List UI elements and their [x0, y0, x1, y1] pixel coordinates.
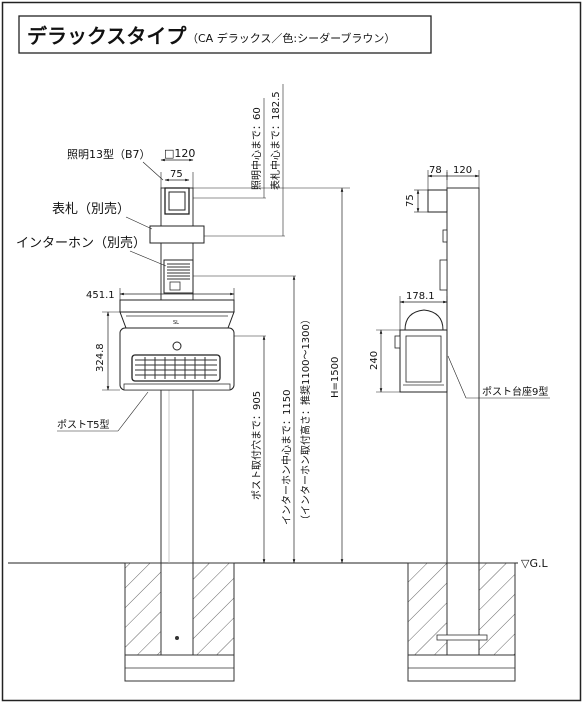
title-box — [18, 15, 432, 54]
dim-side-240: 240 — [369, 351, 380, 370]
side-foundation — [407, 562, 516, 682]
dim-side-78: 78 — [429, 165, 442, 176]
label-nameplate: 表札（別売） — [52, 201, 130, 217]
dim-total-height: H=1500 — [330, 357, 341, 398]
dim-intercom-range: （インターホン取付高さ：推奨1100～1300） — [299, 314, 312, 525]
front-mailbox: SL — [119, 299, 235, 391]
side-post — [446, 187, 480, 564]
dim-box-height: 324.8 — [95, 343, 106, 372]
dim-side-120: 120 — [453, 165, 472, 176]
label-post-base: ポスト台座9型 — [482, 385, 548, 398]
label-light: 照明13型（B7） — [67, 147, 151, 161]
side-mailbox — [394, 309, 448, 393]
svg-text:SL: SL — [173, 320, 179, 326]
dim-post-hole: ポスト取付穴まで：905 — [250, 391, 263, 500]
dim-intercom-center: インターホン中心まで：1150 — [280, 390, 293, 525]
title-sub: （CA デラックス／色:シーダーブラウン） — [187, 31, 395, 45]
dim-box-width: 451.1 — [86, 290, 115, 301]
dim-nameplate-center: 表札中心まで：182.5 — [269, 91, 282, 190]
dim-light-width: 75 — [170, 169, 183, 180]
dim-post-square: □120 — [164, 147, 195, 160]
dim-side-75: 75 — [405, 194, 416, 207]
front-view: SL □120 75 — [16, 84, 350, 682]
side-view: 78 120 75 178.1 240 ポスト台座9型 — [369, 165, 550, 682]
front-light — [164, 187, 190, 215]
dim-light-center: 照明中心まで：60 — [250, 107, 263, 190]
title-main: デラックスタイプ — [27, 24, 187, 48]
ground-label: ▽G.L — [521, 557, 548, 570]
label-post-t5: ポストT5型 — [57, 418, 109, 431]
side-light — [427, 189, 448, 213]
front-foundation — [124, 562, 235, 682]
front-nameplate — [149, 225, 205, 244]
front-intercom — [163, 259, 194, 294]
label-intercom: インターホン（別売） — [16, 235, 146, 251]
dim-side-depth: 178.1 — [406, 291, 435, 302]
